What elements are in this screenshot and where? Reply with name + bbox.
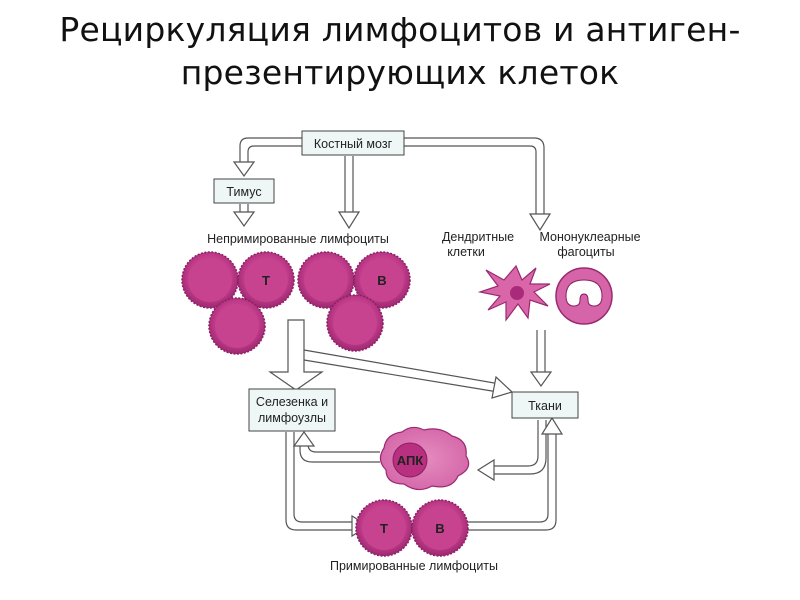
lymphocyte-b-cell: В	[353, 251, 411, 309]
bone-marrow-label: Костный мозг	[314, 137, 393, 151]
title-line-1: Рециркуляция лимфоцитов и антиген-	[59, 10, 741, 49]
primed-b-cell: В	[411, 499, 469, 557]
primed-t-cell: Т	[355, 499, 413, 557]
arrow-spleen-to-primed	[285, 432, 370, 538]
mononuclear-caption-line-2: фагоциты	[557, 245, 614, 259]
arrow-thymus-to-naive	[232, 204, 256, 228]
mononuclear-phagocyte	[555, 267, 613, 325]
page-title: Рециркуляция лимфоцитов и антиген- презе…	[0, 8, 800, 94]
arrow-apc-to-spleen	[292, 430, 380, 463]
dendritic-caption-line-1: Дендритные	[442, 230, 514, 244]
spleen-label-line-1: Селезенка и	[256, 395, 328, 409]
thymus-label: Тимус	[226, 185, 261, 199]
arrow-primed-to-tissues	[466, 416, 564, 531]
mononuclear-caption-line-1: Мононуклеарные	[539, 230, 640, 244]
dendritic-cell	[477, 264, 551, 322]
t-cell-label: Т	[262, 273, 270, 288]
lymphocyte-cell	[181, 251, 239, 309]
box-bone-marrow: Костный мозг	[301, 130, 405, 156]
b-cell-label: В	[377, 273, 386, 288]
arrow-marrow-to-thymus	[232, 137, 302, 178]
apc-label: АПК	[397, 453, 424, 468]
box-thymus: Тимус	[213, 178, 275, 204]
arrow-marrow-to-naive	[337, 156, 361, 230]
naive-lymphocytes: Т В	[181, 251, 411, 355]
primed-lymphocytes: Т В	[355, 499, 469, 557]
primed-t-label: Т	[380, 521, 388, 536]
arrow-naive-to-tissues	[303, 349, 514, 399]
arrows	[232, 137, 564, 538]
arrow-phagocytes-to-tissues	[529, 330, 553, 388]
title-line-2: презентирующих клеток	[180, 53, 620, 92]
spleen-label-line-2: лимфоузлы	[258, 411, 326, 425]
primed-b-label: В	[435, 521, 444, 536]
lymphocyte-cell	[326, 294, 384, 352]
lymphocyte-cell	[208, 297, 266, 355]
box-tissues: Ткани	[511, 391, 579, 419]
arrow-naive-to-spleen	[268, 319, 324, 391]
naive-lymphocytes-caption: Непримированные лимфоциты	[207, 232, 389, 246]
lymphocyte-t-cell: Т	[237, 251, 295, 309]
dendritic-caption-line-2: клетки	[447, 245, 485, 259]
arrow-tissues-to-apc	[476, 420, 547, 482]
tissues-label: Ткани	[528, 399, 562, 413]
antigen-presenting-cell: АПК	[379, 426, 470, 491]
arrow-marrow-to-dendritic	[404, 137, 552, 232]
primed-lymphocytes-caption: Примированные лимфоциты	[330, 559, 498, 573]
box-spleen: Селезенка и лимфоузлы	[248, 388, 336, 432]
